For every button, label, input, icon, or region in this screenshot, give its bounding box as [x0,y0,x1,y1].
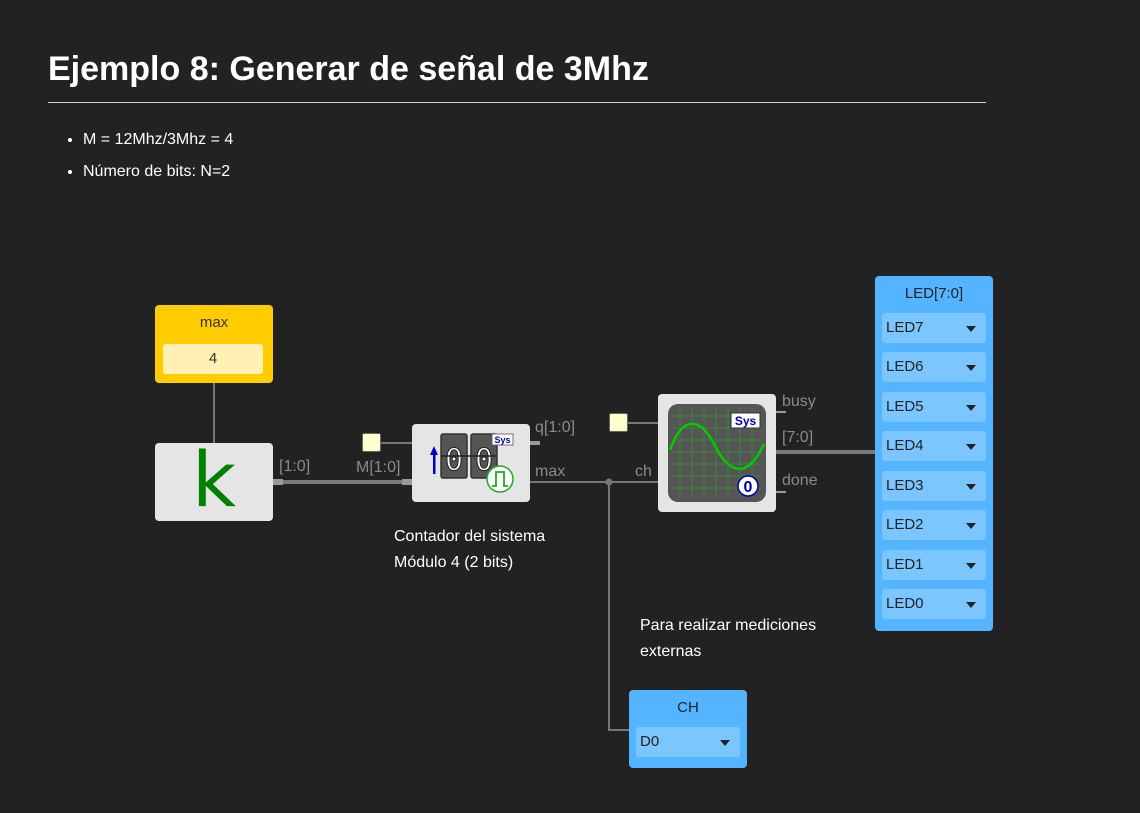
sampler-block[interactable]: Sys 0 [658,394,776,512]
led-select-label: LED0 [886,595,924,612]
sys-badge [491,433,514,446]
ch-pin-value: D0 [640,733,660,750]
constant-panel: max 4 [155,305,273,383]
bus-out-label: [7:0] [782,429,813,446]
title-divider [48,102,986,103]
led-select[interactable]: LED3 [882,471,986,501]
led-select-label: LED3 [886,477,924,494]
up-arrow-icon [430,446,438,455]
note-line: externas [640,643,702,660]
up-arrow-shaft [433,454,436,474]
page-title: Ejemplo 8: Generar de señal de 3Mhz [48,50,649,88]
value-badge [737,475,759,497]
led-select[interactable]: LED4 [882,431,986,461]
led-select-label: LED1 [886,556,924,573]
sys-badge-label: Sys [494,435,510,445]
digit-0: 0 [445,443,463,478]
counter-max-label: max [535,463,565,480]
note-line: Para realizar mediciones [640,617,817,634]
led-select[interactable]: LED2 [882,510,986,540]
digit-1: 0 [475,443,493,478]
ch-pin-panel: CH D0 [629,690,747,768]
note-line: Módulo 4 (2 bits) [394,554,514,571]
pulse-icon [486,465,514,493]
sys-badge-label: Sys [735,414,757,428]
note-line: Contador del sistema [394,528,546,545]
bullet-item: M = 12Mhz/3Mhz = 4 [83,124,233,156]
bullet-item: Número de bits: N=2 [83,156,233,188]
chevron-down-icon [966,523,976,529]
led-select-label: LED2 [886,516,924,533]
chevron-down-icon [966,444,976,450]
clock-input-sampler[interactable] [609,413,628,432]
led-select[interactable]: LED1 [882,550,986,580]
constant-value-field[interactable]: 4 [163,344,263,374]
counter-note: Contador del sistema Módulo 4 (2 bits) [394,524,545,576]
ch-pin-title: CH [677,699,699,716]
wire-to-ch-pin [608,482,629,731]
signal-wave-icon [668,422,766,470]
led-select-label: LED6 [886,358,924,375]
pulse-wave-icon [492,471,508,487]
chevron-down-icon [966,326,976,332]
led-select-label: LED4 [886,437,924,454]
led-output-panel: LED[7:0] LED7 LED6 LED5 LED4 LED3 LED2 L… [875,276,993,631]
led-select[interactable]: LED6 [882,352,986,382]
led-panel-title: LED[7:0] [904,285,964,302]
bullet-list: M = 12Mhz/3Mhz = 4 Número de bits: N=2 [48,124,233,188]
led-select[interactable]: LED0 [882,589,986,619]
measure-note: Para realizar mediciones externas [640,613,816,665]
ch-pin-select[interactable]: D0 [636,727,740,757]
bus-label: [1:0] [279,458,310,475]
clock-input-counter[interactable] [362,433,381,452]
counter-block[interactable]: 0 0 Sys [412,424,530,502]
scope-icon: Sys 0 [668,404,766,502]
constant-block[interactable]: k [155,442,273,521]
done-label: done [782,472,818,489]
led-select[interactable]: LED7 [882,313,986,343]
sampler-value: 0 [744,479,753,496]
counter-input-label: M[1:0] [356,459,400,476]
constant-title: max [199,314,229,331]
busy-label: busy [782,393,816,410]
chevron-down-icon [966,602,976,608]
led-select[interactable]: LED5 [882,392,986,422]
chevron-down-icon [966,365,976,371]
led-select-label: LED5 [886,398,924,415]
chevron-down-icon [720,740,730,746]
sampler-ch-label: ch [635,463,652,480]
counter-icon: 0 0 Sys [430,433,514,493]
chevron-down-icon [966,484,976,490]
led-select-label: LED7 [886,319,924,336]
chevron-down-icon [966,405,976,411]
sys-badge [730,412,761,429]
chevron-down-icon [966,563,976,569]
counter-q-label: q[1:0] [535,419,575,436]
